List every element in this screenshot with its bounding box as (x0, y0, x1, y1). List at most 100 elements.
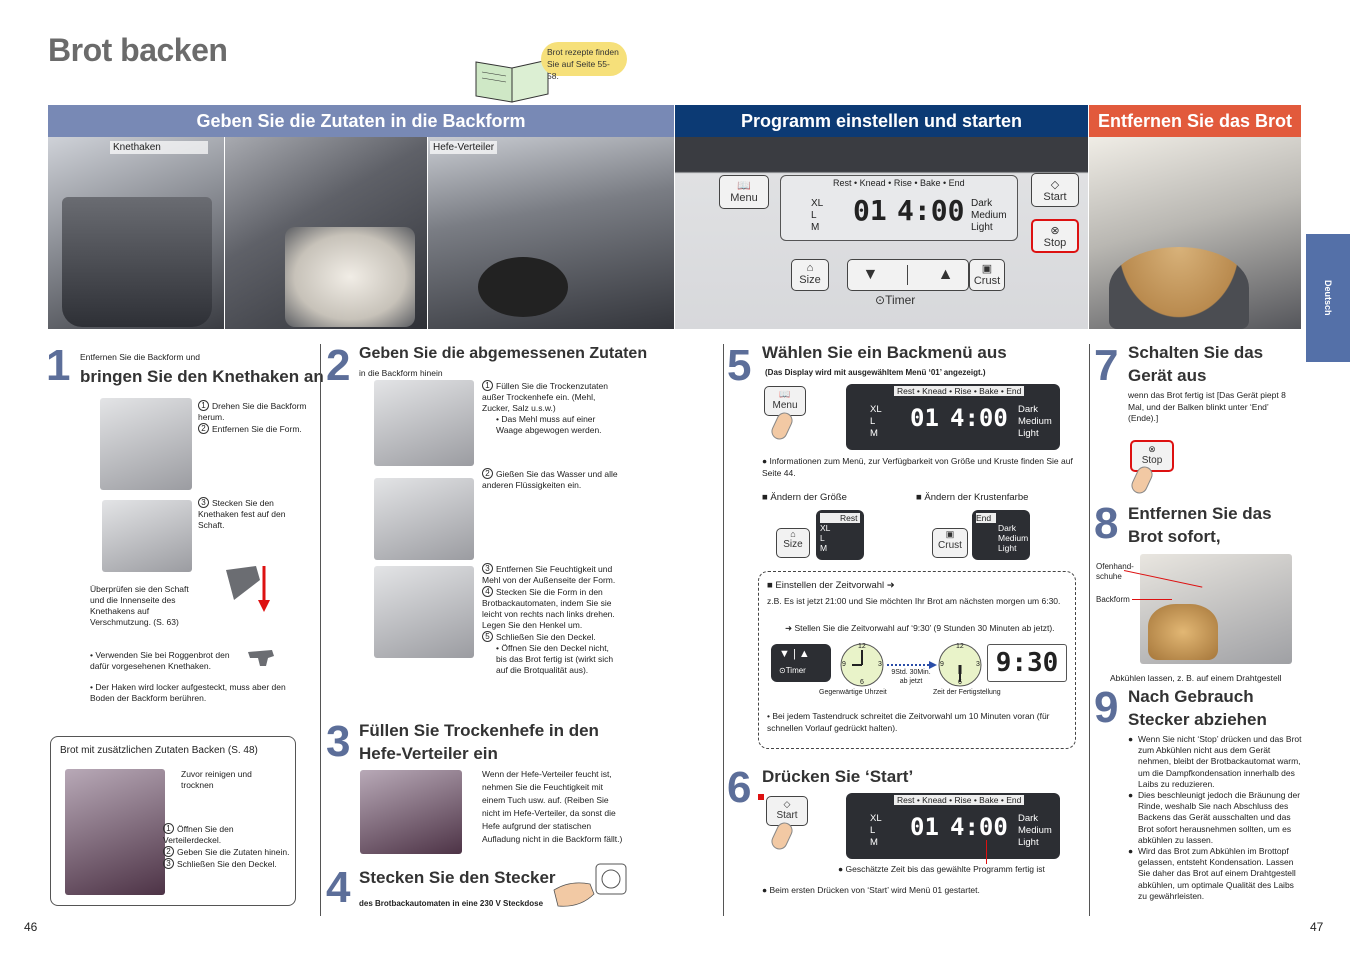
step9-heading-2: Stecker abziehen (1128, 710, 1267, 729)
stop-button[interactable]: ⊗ Stop (1031, 219, 1079, 253)
menu-button[interactable]: 📖 Menu (719, 175, 769, 209)
step8-pan-label: Backform (1096, 595, 1130, 604)
plug-socket-icon (553, 863, 627, 907)
crust-dark: Dark (971, 198, 993, 209)
cn-12: 12 (858, 643, 866, 650)
step2-s5: Schließen Sie den Deckel. (496, 632, 596, 642)
step6-size-xl: XL (870, 813, 882, 824)
size-change-title: ■ Ändern der Größe (762, 492, 847, 503)
est-pointer-line (986, 840, 987, 864)
ce-9: 9 (940, 661, 944, 668)
crust-icon: ▣ (981, 263, 993, 275)
step5-sub: (Das Display wird mit ausgewähltem Menü … (765, 368, 986, 377)
size-l: L (811, 210, 817, 221)
step3-number: 3 (326, 717, 351, 766)
clock-end-label: Zeit der Fertigstellung (933, 689, 1001, 696)
extra-s1: Öffnen Sie den Verteilerdeckel. (163, 824, 234, 845)
step2-s3: Entfernen Sie Feuchtigkeit und Mehl von … (482, 564, 616, 585)
bullet: ● (1128, 790, 1134, 801)
step1-bullet2: • Der Haken wird locker aufgesteckt, mus… (90, 682, 286, 703)
step7-stop-button[interactable]: ⊗ Stop (1130, 440, 1174, 472)
size-button[interactable]: ⌂ Size (791, 259, 829, 291)
step1-bullet1: • Verwenden Sie bei Roggenbrot den dafür… (90, 650, 230, 671)
clock-icon: ⊙ (875, 293, 886, 307)
sizes-list: XL L M (811, 198, 823, 234)
step2-img-c (374, 566, 474, 658)
program-number: 01 (853, 194, 887, 227)
timer-up-button[interactable]: ▲ (937, 266, 954, 283)
start-icon: ◇ (783, 799, 791, 809)
page-title: Brot backen (48, 32, 228, 68)
step8-cool: Abkühlen lassen, z. B. auf einem Drahtge… (1110, 673, 1282, 683)
step6-first-text: Beim ersten Drücken von ‘Start’ wird Men… (769, 885, 980, 895)
step1-img-b (102, 500, 192, 572)
step8-mitt-label: Ofenhand-schuhe (1096, 562, 1134, 581)
step2-s5b: • Öffnen Sie den Deckel nicht, bis das B… (496, 643, 614, 675)
step8-heading-1: Entfernen Sie das (1128, 504, 1272, 523)
step9-b2: Dies beschleunigt jedoch die Bräunung de… (1138, 790, 1301, 845)
step5-crust-button[interactable]: ▣ Crust (932, 528, 968, 558)
cn-9: 9 (842, 661, 846, 668)
step5-sizes: XL L M (870, 404, 882, 440)
timer-buttons[interactable]: ▼ ▲ (847, 259, 969, 291)
step9-bullets: ●Wenn Sie nicht ‘Stop’ drücken und das B… (1128, 734, 1304, 902)
clock-end-icon (938, 643, 982, 687)
extra-title: Brot mit zusätzlichen Zutaten Backen (60, 745, 226, 756)
page-number-left: 46 (24, 920, 38, 934)
step6-program: 01 (910, 813, 939, 841)
timer-title: ■ Einstellen der Zeitvorwahl ➜ (767, 580, 895, 591)
size-mini-xl: XL (820, 523, 831, 533)
step5-crusts: Dark Medium Light (1018, 404, 1052, 440)
step4-sub: des Brotbackautomaten in eine 230 V Stec… (359, 899, 544, 908)
crust-mini-dark: Dark (998, 523, 1016, 533)
step3-img (360, 770, 462, 854)
timer-930-display: 9:30 (987, 644, 1067, 682)
step5-size-label: Size (783, 539, 803, 550)
step1-s3: Stecken Sie den Knethaken fest auf den S… (198, 498, 286, 530)
language-tab[interactable]: Deutsch (1306, 234, 1350, 362)
pan-pointer (1132, 599, 1172, 600)
bubble-line-2: Sie auf Seite 55-58. (547, 59, 610, 81)
ce-6: 6 (958, 679, 962, 686)
step5-size-l: L (870, 416, 876, 427)
size-mini-l: L (820, 533, 825, 543)
clock-now-numbers: 12 3 6 9 (839, 642, 885, 688)
step5-lcd: Rest • Knead • Rise • Bake • End XL L M … (846, 384, 1060, 450)
step2-s4: Stecken Sie die Form in den Brotbackauto… (482, 587, 615, 630)
bread-size-icon: ⌂ (806, 262, 814, 274)
extra-img (65, 769, 165, 895)
crust-change-title: ■ Ändern der Krustenfarbe (916, 492, 1029, 503)
step1-s2: Entfernen Sie die Form. (212, 424, 302, 434)
step5-menu-button[interactable]: 📖 Menu (764, 386, 806, 416)
step5-crust-light: Light (1018, 428, 1039, 439)
start-button[interactable]: ◇ Start (1031, 173, 1079, 207)
step6-start-button[interactable]: ◇ Start (766, 796, 808, 826)
step8-heading-2: Brot sofort, (1128, 527, 1221, 546)
extra-s2: Geben Sie die Zutaten hinein. (177, 847, 290, 857)
clock-end-numbers: 12 3 6 9 (937, 642, 983, 688)
timer-note: • Bei jedem Tastendruck schreitet die Ze… (767, 711, 1050, 733)
step7-text: wenn das Brot fertig ist [Das Gerät piep… (1128, 390, 1286, 423)
step8-bread (1148, 604, 1218, 660)
crust-button[interactable]: ▣ Crust (969, 259, 1005, 291)
step2-s2: Gießen Sie das Wasser und alle anderen F… (482, 469, 618, 490)
step5-size-button[interactable]: ⌂ Size (776, 528, 810, 558)
size-m: M (811, 222, 820, 233)
bubble-line-1: Brot rezepte finden (547, 47, 619, 57)
step6-heading: Drücken Sie ‘Start’ (762, 767, 914, 786)
step2-sub: in die Backform hinein (359, 368, 443, 378)
step6-est-text: Geschätzte Zeit bis das gewählte Program… (845, 864, 1045, 874)
step6-crust-dark: Dark (1018, 813, 1039, 824)
timer-down-button[interactable]: ▼ (862, 266, 879, 283)
step2-img-b (374, 478, 474, 560)
extra-title-row: Brot mit zusätzlichen Zutaten Backen (S.… (60, 745, 258, 758)
timer-divider (907, 265, 909, 285)
step6-start-label: Start (776, 810, 798, 821)
crust-light: Light (971, 222, 993, 233)
step1-img-a (100, 398, 192, 490)
stop-icon: ⊗ (1050, 225, 1060, 237)
timer-text: Timer (885, 293, 916, 307)
